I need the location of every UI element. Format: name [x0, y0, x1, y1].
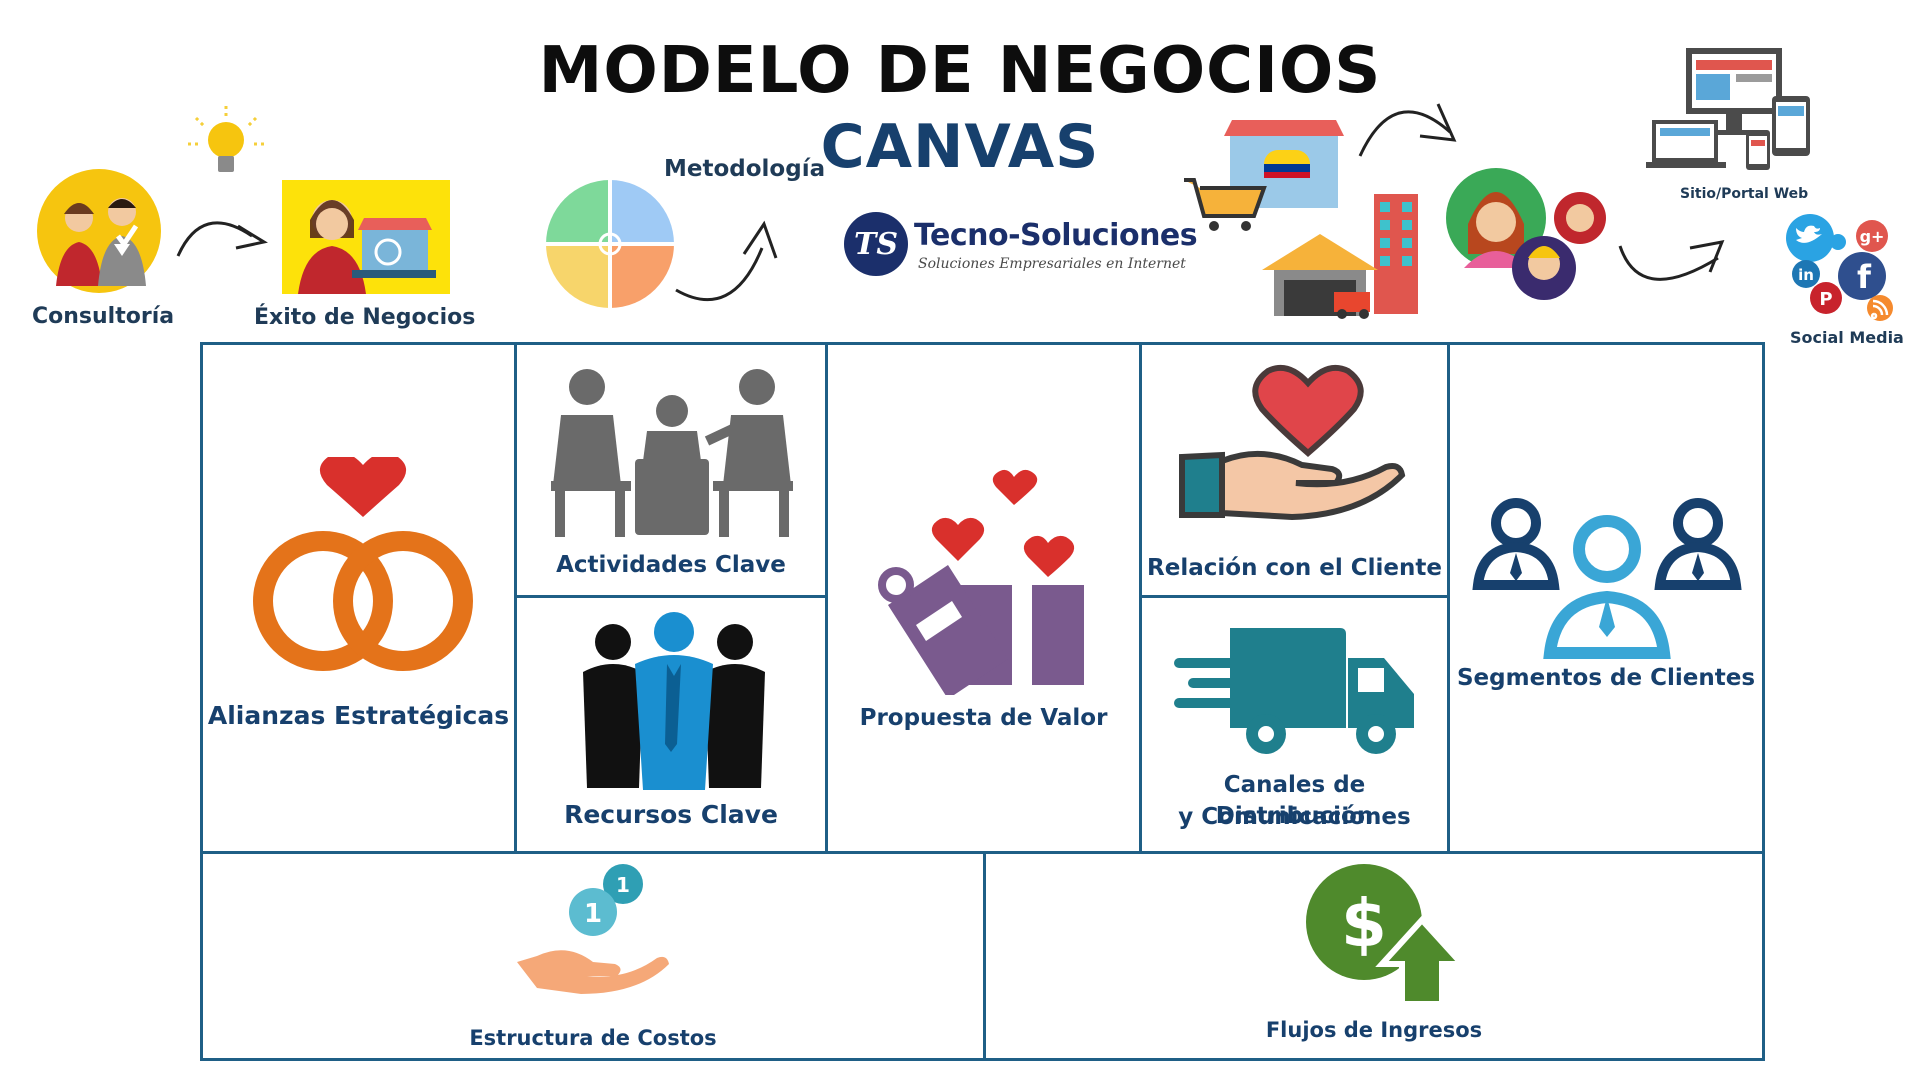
- relacion-label: Relación con el Cliente: [1147, 555, 1442, 581]
- canales-label-2: y Comunicaciones: [1178, 804, 1411, 830]
- svg-text:P: P: [1819, 289, 1832, 310]
- delivery-truck-icon: [1174, 628, 1414, 754]
- ingresos-label: Flujos de Ingresos: [1265, 1018, 1483, 1042]
- gift-hearts-icon: [878, 469, 1084, 695]
- consulting-people-icon: [37, 169, 161, 293]
- block-alianzas: Alianzas Estratégicas: [200, 342, 517, 854]
- brand-name: Tecno-Soluciones: [914, 218, 1198, 253]
- svg-text:f: f: [1857, 258, 1872, 296]
- recursos-label: Recursos Clave: [564, 800, 778, 829]
- alianzas-label: Alianzas Estratégicas: [207, 701, 510, 730]
- rings-heart-icon: [253, 457, 473, 671]
- online-store-icon: [1184, 120, 1418, 319]
- actividades-label: Actividades Clave: [556, 552, 786, 578]
- business-success-icon: [282, 180, 450, 294]
- team-resources-icon: [583, 612, 765, 790]
- facebook-icon: [1838, 252, 1886, 300]
- hand-heart-icon: [1179, 365, 1406, 521]
- block-recursos: Recursos Clave: [514, 595, 828, 854]
- meeting-people-icon: [551, 369, 793, 537]
- dollar-text: $: [1341, 885, 1387, 962]
- block-actividades: Actividades Clave: [514, 342, 828, 598]
- social-media-icons: g+ in f P: [1786, 214, 1893, 321]
- block-costos: 1 1 Estructura de Costos: [200, 851, 986, 1061]
- tecno-soluciones-logo-icon: TS: [844, 212, 908, 276]
- block-canales: Canales de Distribución y Comunicaciones: [1139, 595, 1450, 854]
- lightbulb-icon: [188, 106, 264, 172]
- revenue-dollar-icon: $: [1306, 864, 1468, 1007]
- brand-tagline: Soluciones Empresariales en Internet: [918, 256, 1186, 272]
- page-title: MODELO DE NEGOCIOS: [538, 34, 1382, 108]
- block-relacion: Relación con el Cliente: [1139, 342, 1450, 598]
- pinterest-icon: [1810, 282, 1842, 314]
- costos-label: Estructura de Costos: [469, 1026, 717, 1050]
- curved-arrow-icon: [176, 221, 268, 257]
- curved-arrow-right-icon: [1358, 103, 1457, 157]
- svg-text:g+: g+: [1860, 227, 1885, 246]
- social-label: Social Media: [1790, 328, 1904, 347]
- hand-coins-icon: 1 1: [517, 864, 669, 994]
- block-propuesta: Propuesta de Valor: [825, 342, 1142, 854]
- customer-segments-icon: [1472, 498, 1742, 659]
- consultoria-label: Consultoría: [32, 304, 175, 329]
- block-segmentos: Segmentos de Clientes: [1447, 342, 1765, 854]
- segmentos-label: Segmentos de Clientes: [1456, 665, 1756, 691]
- page-subtitle: CANVAS: [820, 112, 1100, 182]
- brand-initials: TS: [854, 227, 898, 262]
- coin-2-text: 1: [616, 873, 630, 897]
- curved-arrow-up-icon: [675, 220, 778, 302]
- sitio-label: Sitio/Portal Web: [1680, 186, 1809, 202]
- linkedin-icon: [1792, 260, 1820, 288]
- google-plus-icon: [1856, 220, 1888, 252]
- curved-arrow-down-right-icon: [1618, 240, 1725, 281]
- canales-label-1: Canales de Distribución: [1215, 772, 1374, 830]
- svg-text:in: in: [1798, 266, 1814, 284]
- metodologia-label: Metodología: [664, 156, 826, 182]
- propuesta-label: Propuesta de Valor: [859, 705, 1108, 731]
- coin-1-text: 1: [584, 899, 602, 929]
- customers-avatars-icon: [1446, 168, 1606, 300]
- web-devices-icon: [1646, 48, 1810, 170]
- email-icon: [1830, 234, 1846, 250]
- exito-label: Éxito de Negocios: [254, 305, 476, 330]
- block-ingresos: $ Flujos de Ingresos: [983, 851, 1765, 1061]
- methodology-pie-icon: [546, 180, 674, 308]
